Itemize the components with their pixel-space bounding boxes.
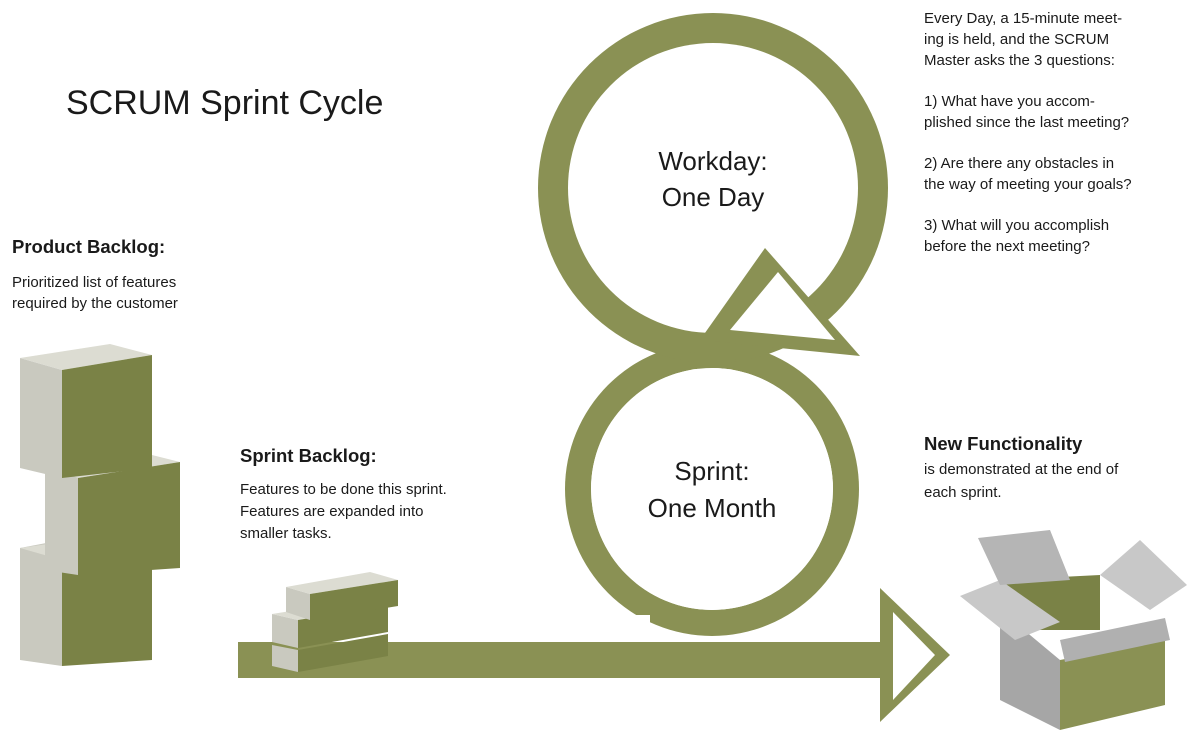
daily-meeting-intro: Every Day, a 15-minute meet- ing is held… — [924, 10, 1123, 69]
workday-loop — [538, 13, 888, 372]
new-functionality-box — [960, 530, 1187, 730]
sprint-backlog-text: Features to be done this sprint. Feature… — [240, 481, 447, 542]
sprint-backlog-boxes — [272, 572, 398, 672]
workday-label-2: One Day — [662, 182, 765, 212]
diagram-title: SCRUM Sprint Cycle — [66, 84, 384, 122]
product-backlog-block: Product Backlog: Prioritized list of fea… — [12, 236, 242, 314]
new-functionality-text: is demonstrated at the end of each sprin… — [924, 461, 1119, 501]
sprint-label-2: One Month — [648, 493, 777, 523]
new-functionality-block: New Functionality is demonstrated at the… — [924, 433, 1184, 504]
sprint-backlog-block: Sprint Backlog: Features to be done this… — [240, 445, 520, 545]
daily-question-1: 1) What have you accom- plished since th… — [924, 93, 1130, 131]
workday-label-1: Workday: — [658, 146, 767, 176]
new-functionality-heading: New Functionality — [924, 433, 1083, 454]
product-backlog-heading: Product Backlog: — [12, 236, 166, 257]
sprint-backlog-heading: Sprint Backlog: — [240, 445, 377, 466]
daily-question-2: 2) Are there any obstacles in the way of… — [924, 155, 1132, 193]
product-backlog-boxes — [20, 344, 180, 666]
sprint-label-1: Sprint: — [674, 456, 749, 486]
daily-meeting-block: Every Day, a 15-minute meet- ing is held… — [924, 8, 1186, 277]
product-backlog-text: Prioritized list of features required by… — [12, 274, 178, 312]
daily-question-3: 3) What will you accomplish before the n… — [924, 217, 1110, 255]
